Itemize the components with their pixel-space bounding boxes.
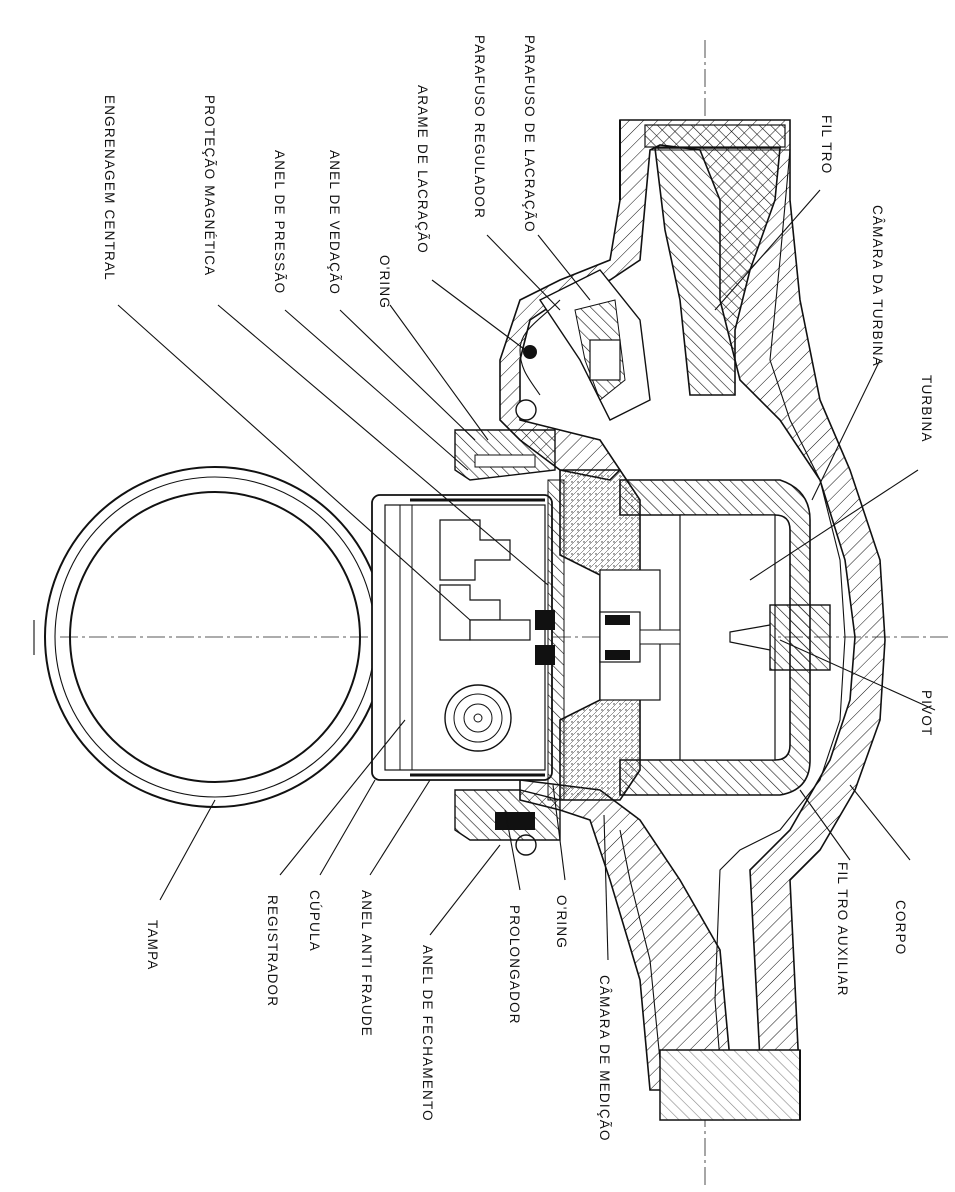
closing-ring [454, 429, 561, 841]
label-pivot: PIVOT [919, 690, 934, 737]
seal-wire [519, 299, 561, 396]
inlet-filter [654, 147, 781, 396]
label-corpo: CORPO [893, 900, 908, 956]
leader-lines [117, 189, 936, 961]
label-turbina: TURBINA [919, 375, 934, 443]
label-cupula: CÚPULA [307, 890, 322, 952]
label-anel-pressao: ANEL DE PRESSÃO [272, 150, 287, 294]
label-filtro-auxiliar: FIL TRO AUXILIAR [835, 862, 850, 997]
meter-body [499, 119, 886, 1121]
label-anel-anti-fraude: ANEL ANTI FRAUDE [359, 890, 374, 1037]
label-parafuso-regulador: PARAFUSO REGULADOR [472, 35, 487, 219]
label-arame-lacracao: ARAME DE LACRAÇÃO [415, 85, 430, 254]
label-filtro: FIL TRO [819, 115, 834, 174]
label-anel-fechamento: ANEL DE FECHAMENTO [420, 945, 435, 1122]
label-parafuso-lacracao: PARAFUSO DE LACRAÇÃO [522, 35, 537, 233]
label-camara-medicao: CÂMARA DE MEDIÇÃO [597, 975, 612, 1142]
label-engrenagem-central: ENGRENAGEM CENTRAL [102, 95, 117, 281]
label-registrador: REGISTRADOR [265, 895, 280, 1007]
label-oring-bottom: O'RING [554, 895, 569, 949]
turbine-shaft [599, 611, 681, 663]
label-tampa: TAMPA [145, 920, 160, 971]
label-protecao-magnetica: PROTEÇÃO MAGNÉTICA [202, 95, 217, 276]
label-oring-top: O'RING [377, 255, 392, 309]
turbine-chamber [619, 479, 831, 796]
label-anel-vedacao: ANEL DE VEDAÇÃO [327, 150, 342, 295]
label-camara-turbina: CÂMARA DA TURBINA [870, 205, 885, 367]
label-prolongador: PROLONGADOR [507, 905, 522, 1025]
register-dome [371, 479, 565, 801]
